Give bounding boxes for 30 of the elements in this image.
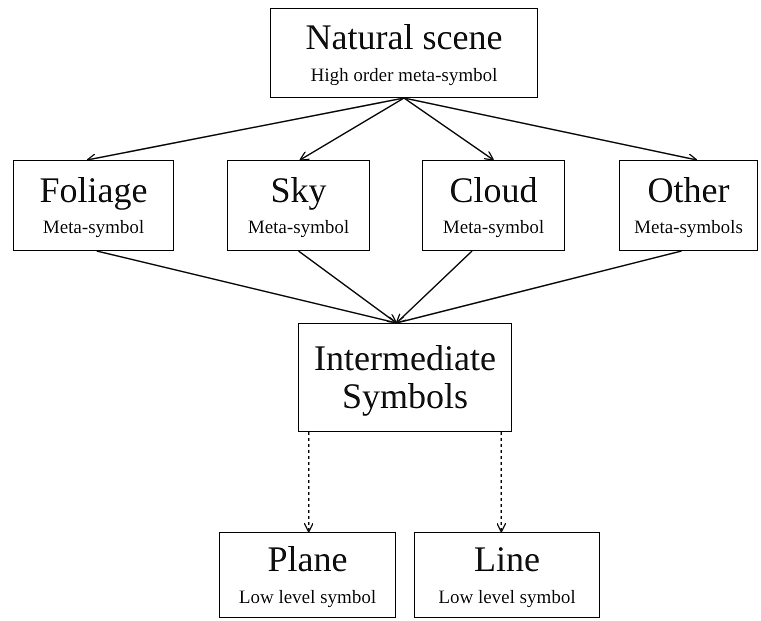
node-subtitle: Meta-symbol	[248, 217, 350, 240]
node-subtitle: Low level symbol	[438, 586, 576, 609]
node-title: Sky	[270, 172, 327, 210]
node-title: Intermediate Symbols	[313, 340, 497, 416]
node-title: Other	[648, 172, 730, 210]
node-title: Foliage	[40, 172, 148, 210]
arrow	[299, 97, 404, 161]
process-box	[13, 160, 174, 251]
process-box	[227, 160, 370, 251]
node-title: Plane	[268, 541, 348, 579]
arrow	[298, 250, 398, 324]
node-title: Line	[474, 541, 540, 579]
process-box	[422, 160, 565, 251]
arrow	[404, 97, 494, 161]
node-title: Natural scene	[306, 19, 502, 57]
process-box	[298, 323, 512, 432]
node-subtitle: Meta-symbols	[634, 217, 743, 240]
node-subtitle: High order meta-symbol	[310, 64, 498, 87]
node-subtitle: Low level symbol	[238, 586, 376, 609]
node-title: Cloud	[449, 172, 538, 210]
process-box	[619, 160, 758, 251]
arrow	[396, 250, 682, 326]
node-subtitle: Meta-symbol	[442, 217, 544, 240]
arrow	[396, 250, 473, 324]
arrow	[496, 432, 506, 533]
process-box	[219, 532, 396, 618]
arrow	[304, 432, 314, 533]
process-box	[270, 8, 538, 98]
node-subtitle: Meta-symbol	[42, 217, 144, 240]
process-box	[414, 532, 600, 618]
